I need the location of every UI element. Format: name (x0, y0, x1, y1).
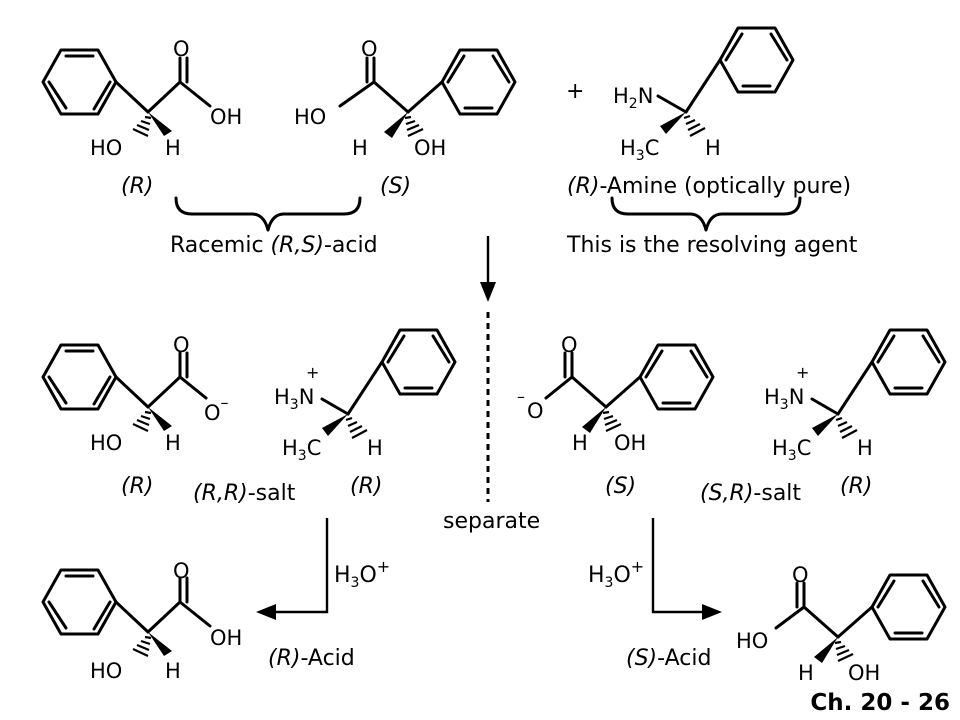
caption-racemic: Racemic (R,S)-acid (170, 233, 378, 258)
hashed-bond (132, 635, 152, 657)
label-separate: separate (443, 509, 540, 534)
atom-h: H (705, 136, 721, 160)
hashed-bond (404, 115, 424, 137)
atom-o: O (173, 559, 190, 583)
atom-oh: OH (614, 431, 646, 455)
atom-oh: OH (210, 626, 242, 650)
label-s-carboxylate: (S) (605, 474, 636, 499)
label-r-ammonium-2: (R) (840, 474, 872, 499)
atom-h: H (367, 436, 383, 460)
r-ammonium-cation-1: + H3N H3C H (274, 328, 457, 464)
atom-o: O (561, 333, 578, 357)
caption-resolving-agent: This is the resolving agent (566, 233, 858, 258)
ammonium-group: H3N (764, 385, 804, 413)
atom-ho: HO (90, 659, 122, 683)
hashed-bond (132, 115, 152, 137)
phenyl-ring (41, 48, 118, 116)
label-r-acid-product: (R)-Acid (268, 646, 355, 671)
atom-o: O (173, 37, 190, 61)
atom-h: H (572, 431, 588, 455)
r-phenylethylamine: H2N H3C H (613, 26, 795, 164)
atom-oh: OH (414, 136, 446, 160)
phenyl-ring (638, 343, 715, 411)
hashed-bond (834, 640, 854, 662)
atom-o: O (792, 563, 809, 587)
plus-sign: + (566, 79, 584, 104)
hashed-bond (345, 416, 368, 439)
phenyl-ring (440, 48, 517, 116)
methyl-group: H3C (620, 136, 659, 164)
r-ammonium-cation-2: + H3N H3C H (764, 328, 947, 464)
charge-plus: + (306, 363, 319, 382)
label-r-ammonium-1: (R) (350, 474, 382, 499)
atom-ho: HO (90, 136, 122, 160)
s-mandelate-anion: O – O H OH (517, 333, 715, 455)
charge-plus: + (796, 363, 809, 382)
reagent-h3o-left: H3O+ (334, 557, 390, 591)
atom-oh: OH (848, 661, 880, 685)
atom-h: H (165, 659, 181, 683)
methyl-group: H3C (772, 436, 811, 464)
hashed-bond (835, 416, 858, 439)
atom-ho: HO (294, 105, 326, 129)
phenyl-ring (380, 328, 457, 396)
label-r-carboxylate: (R) (121, 474, 153, 499)
label-s-acid: (S) (380, 174, 411, 199)
charge-minus: – (517, 387, 525, 406)
amine-group: H2N (613, 84, 653, 112)
atom-ho: HO (90, 431, 122, 455)
s-mandelic-acid-top: O HO H OH (294, 37, 517, 160)
atom-h: H (798, 661, 814, 685)
label-amine: (R)-Amine (optically pure) (567, 174, 851, 199)
label-r-acid: (R) (121, 174, 153, 199)
atom-oh: OH (210, 105, 242, 129)
s-mandelic-acid-product: O HO H OH (736, 563, 947, 685)
slide-footer: Ch. 20 - 26 (810, 690, 950, 716)
phenyl-ring (41, 343, 118, 411)
brace-racemic (174, 196, 362, 232)
phenyl-ring (870, 573, 947, 641)
label-rr-salt: (R,R)-salt (193, 481, 296, 506)
hashed-bond (683, 114, 706, 137)
reagent-h3o-right: H3O+ (588, 557, 644, 591)
hydrolysis-arrow-left (256, 518, 329, 620)
phenyl-ring (41, 568, 118, 636)
reaction-arrow-down (480, 236, 496, 302)
phenyl-ring (870, 328, 947, 396)
r-mandelic-acid-top: O OH HO H (41, 37, 242, 160)
atom-ho: HO (736, 629, 768, 653)
hydrolysis-arrow-right (651, 518, 722, 620)
brace-agent (610, 196, 802, 232)
label-sr-salt: (S,R)-salt (700, 481, 801, 506)
atom-h: H (352, 136, 368, 160)
atom-o: O (361, 37, 378, 61)
atom-o-minus: O– (204, 393, 229, 425)
r-mandelic-acid-product: O OH HO H (41, 559, 242, 683)
label-s-acid-product: (S)-Acid (626, 646, 711, 671)
atom-h: H (165, 431, 181, 455)
atom-h: H (857, 436, 873, 460)
hashed-bond (132, 410, 152, 432)
atom-o-minus: O (527, 399, 544, 423)
hashed-bond (602, 410, 622, 432)
ammonium-group: H3N (274, 385, 314, 413)
atom-o: O (173, 333, 190, 357)
atom-h: H (165, 136, 181, 160)
methyl-group: H3C (282, 436, 321, 464)
phenyl-ring (718, 26, 795, 94)
r-mandelate-anion: O O– HO H (41, 333, 229, 455)
